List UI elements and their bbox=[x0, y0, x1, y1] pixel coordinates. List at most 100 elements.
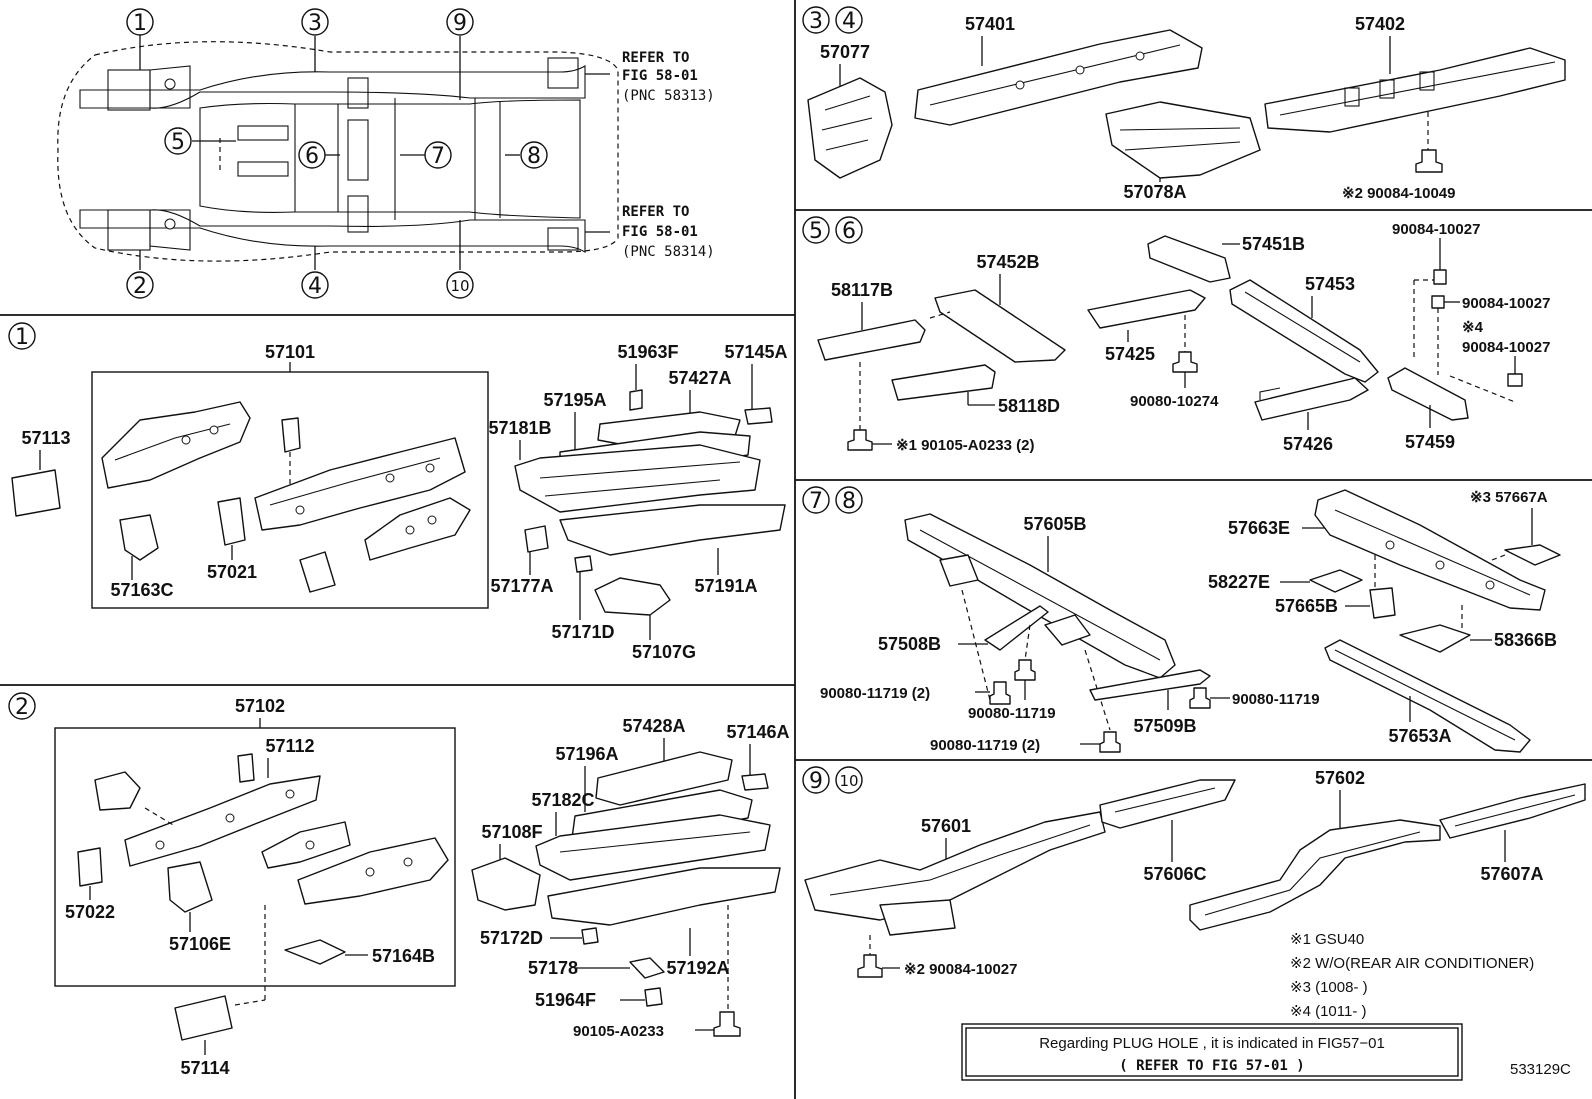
part-shape-57146A bbox=[741, 773, 769, 791]
part-shape-57663E bbox=[1314, 489, 1546, 611]
part-90105-A0233-2: ※1 90105-A0233 (2) bbox=[896, 437, 1035, 454]
part-shape-57601-lower bbox=[879, 899, 956, 936]
part-51963F: 51963F bbox=[617, 342, 678, 362]
part-90084-10027-b: 90084-10027 bbox=[1462, 295, 1550, 312]
section-2: 2 57102 57112 57022 57106E 57164B 57114 … bbox=[8, 692, 790, 1078]
part-shape-58227E bbox=[1309, 569, 1363, 593]
part-57181B: 57181B bbox=[488, 418, 551, 438]
callout-8: 8 bbox=[520, 141, 548, 169]
part-57653A: 57653A bbox=[1388, 726, 1451, 746]
part-shape-57108F bbox=[471, 857, 541, 911]
section-7-8: 7 8 57605B 57508B 90080-11719 (2) 90080-… bbox=[802, 486, 1561, 754]
part-shape-bolt-90080-10274 bbox=[1172, 351, 1198, 373]
part-shape-57178 bbox=[629, 957, 665, 979]
part-57665B: 57665B bbox=[1275, 596, 1338, 616]
part-57606C: 57606C bbox=[1143, 864, 1206, 884]
part-shape-nut-a bbox=[989, 681, 1011, 705]
section-8-header: 8 bbox=[835, 486, 863, 514]
part-58117B: 58117B bbox=[831, 280, 893, 300]
svg-text:8: 8 bbox=[842, 489, 856, 514]
part-shape-57181B bbox=[514, 444, 761, 513]
section-9-10: 9 10 57601 ※2 90084-10027 57606C 57602 5… bbox=[802, 766, 1586, 1081]
part-57427A: 57427A bbox=[668, 368, 731, 388]
part-shape-57021 bbox=[217, 497, 246, 546]
part-shape-57163C bbox=[119, 514, 159, 561]
part-90080-11719-b: 90080-11719 bbox=[968, 705, 1056, 722]
svg-text:5: 5 bbox=[809, 219, 823, 244]
part-shape-57022 bbox=[77, 847, 103, 887]
assembly-box-57102 bbox=[54, 727, 456, 987]
floor-area bbox=[199, 99, 581, 219]
cross-a bbox=[347, 77, 369, 109]
mark-4: ※4 bbox=[1462, 319, 1484, 336]
svg-text:1: 1 bbox=[15, 325, 29, 350]
part-shape-57192A bbox=[547, 867, 781, 926]
callout-9: 9 bbox=[446, 8, 474, 36]
part-57191A: 57191A bbox=[694, 576, 757, 596]
part-shape-58366B bbox=[1399, 624, 1471, 653]
part-shape-57605B bbox=[904, 513, 1176, 679]
part-shape-main-rail bbox=[254, 437, 466, 531]
tunnel-piece-1 bbox=[237, 125, 289, 141]
note-1: ※1 GSU40 bbox=[1290, 931, 1364, 948]
side-member-bottom bbox=[79, 209, 586, 253]
part-90080-11719-a: 90080-11719 (2) bbox=[820, 685, 930, 702]
part-57078A: 57078A bbox=[1123, 182, 1186, 202]
rear-box-top bbox=[547, 57, 579, 89]
svg-text:7: 7 bbox=[809, 489, 823, 514]
part-shape-57107G bbox=[594, 577, 671, 616]
part-57459: 57459 bbox=[1405, 432, 1455, 452]
part-57667A: ※3 57667A bbox=[1470, 489, 1548, 506]
part-shape-57182C bbox=[535, 814, 771, 881]
section-7-header: 7 bbox=[802, 486, 830, 514]
section-6-header: 6 bbox=[835, 216, 863, 244]
svg-text:10: 10 bbox=[450, 277, 469, 295]
part-shape-57453 bbox=[1229, 279, 1379, 383]
part-shape-bolt-90084-10049 bbox=[1415, 149, 1443, 173]
part-57146A: 57146A bbox=[726, 722, 789, 742]
part-shape-57606C bbox=[1099, 779, 1236, 829]
refer-top-line2: FIG 58-01 bbox=[622, 68, 698, 84]
part-shape-bracket-a bbox=[281, 417, 301, 453]
body-outline bbox=[57, 41, 619, 262]
front-box-right bbox=[107, 209, 151, 251]
svg-text:4: 4 bbox=[842, 9, 856, 34]
part-shape-bracket-7a bbox=[939, 554, 979, 587]
part-90084-10027-s910: ※2 90084-10027 bbox=[904, 961, 1018, 978]
part-90084-10027-c: 90084-10027 bbox=[1462, 339, 1550, 356]
front-bracket-bottom bbox=[149, 209, 191, 251]
figure-code: 533129C bbox=[1510, 1061, 1571, 1078]
note-2: ※2 W/O(REAR AIR CONDITIONER) bbox=[1290, 955, 1534, 972]
section-3-4: 3 4 57077 57401 57078A 57402 ※2 90084-10… bbox=[802, 6, 1566, 202]
part-shape-nut-d bbox=[1099, 731, 1121, 753]
part-57145A: 57145A bbox=[724, 342, 787, 362]
part-90084-10027-a: 90084-10027 bbox=[1392, 221, 1480, 238]
front-bracket-top bbox=[149, 65, 191, 109]
part-shape-bolt-90084-10027 bbox=[857, 954, 883, 978]
section-1: 1 57101 57163C 57021 57113 51963F 57145A bbox=[8, 322, 788, 662]
part-shape-57402 bbox=[1264, 47, 1566, 133]
part-shape-57172D bbox=[581, 927, 599, 945]
cross-b bbox=[347, 119, 369, 181]
section-9-header: 9 bbox=[802, 766, 830, 794]
part-shape-bolt-90105 bbox=[713, 1011, 741, 1037]
svg-text:9: 9 bbox=[809, 769, 823, 794]
section-1-header: 1 bbox=[8, 322, 36, 350]
part-shape-57601 bbox=[804, 811, 1106, 921]
part-57425: 57425 bbox=[1105, 344, 1155, 364]
section-4-header: 4 bbox=[835, 6, 863, 34]
note-3: ※3 (1008- ) bbox=[1290, 979, 1368, 996]
part-shape-57508B bbox=[984, 605, 1049, 651]
part-57605B: 57605B bbox=[1023, 514, 1086, 534]
svg-text:3: 3 bbox=[809, 9, 823, 34]
callout-10: 10 bbox=[446, 271, 474, 299]
part-57163C: 57163C bbox=[110, 580, 173, 600]
part-shape-57401 bbox=[914, 29, 1203, 126]
part-57601: 57601 bbox=[921, 816, 971, 836]
part-57426: 57426 bbox=[1283, 434, 1333, 454]
part-shape-bracket-2a bbox=[94, 771, 141, 811]
front-hole-top bbox=[164, 78, 176, 90]
part-shape-57164B bbox=[284, 939, 346, 965]
part-shape-57191A bbox=[559, 504, 786, 556]
